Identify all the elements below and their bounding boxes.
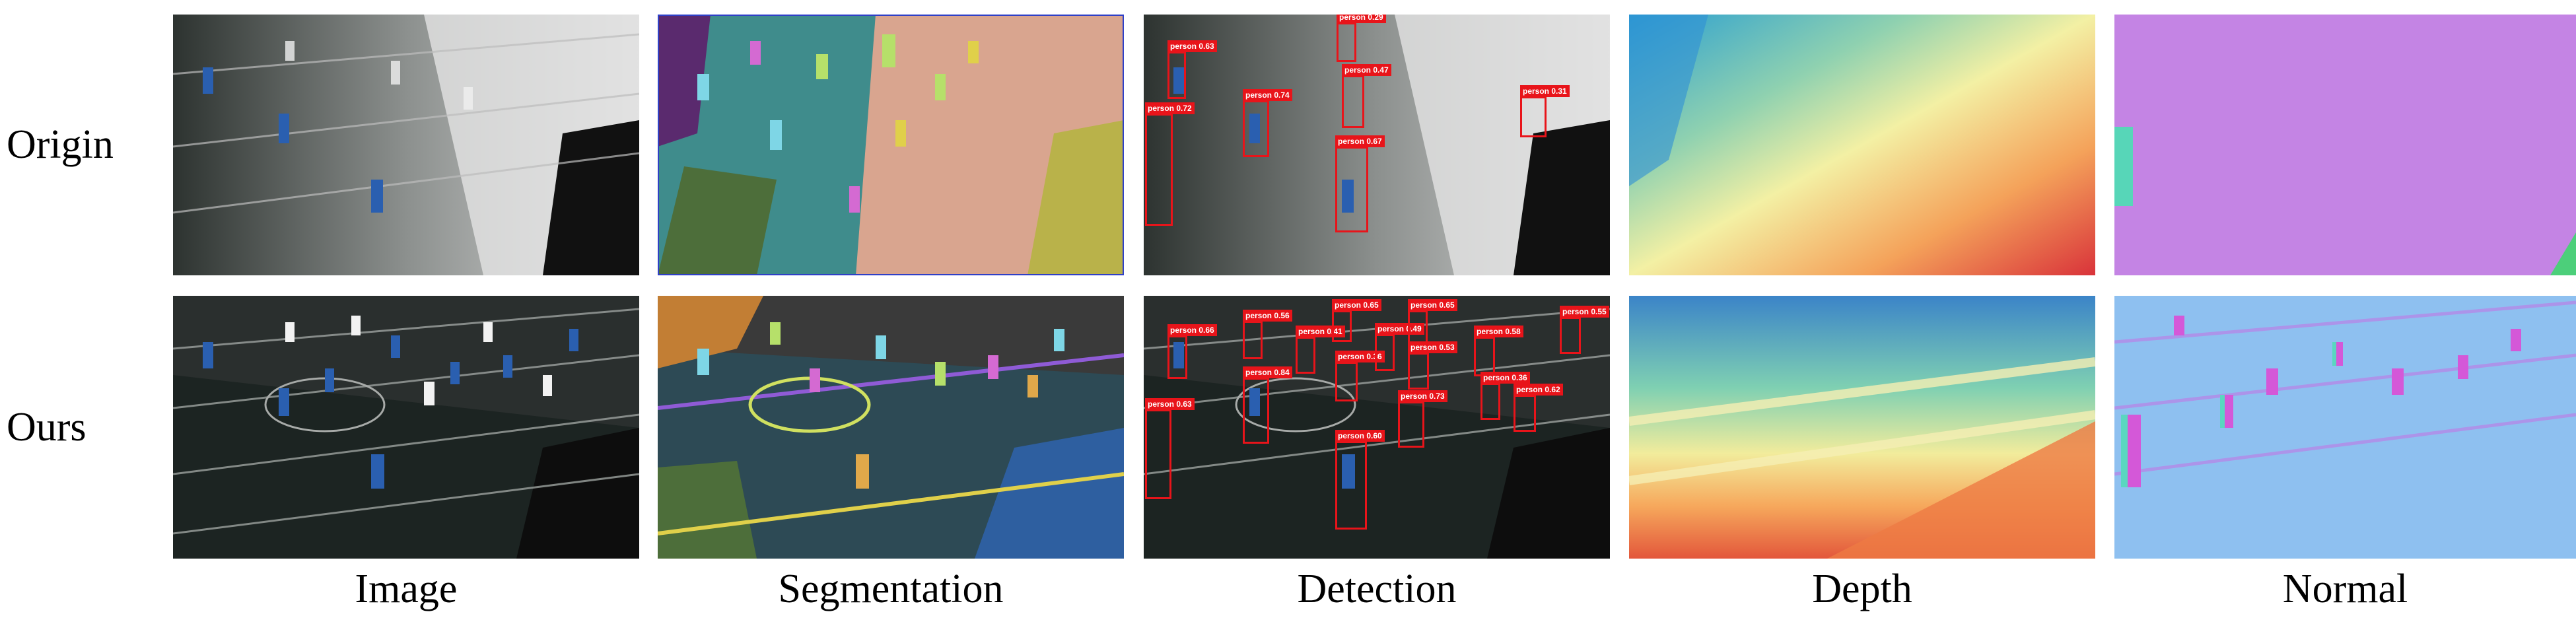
detection-label: person 0.55 bbox=[1560, 306, 1609, 318]
origin-depth-panel bbox=[1629, 15, 2095, 275]
detection-label: person 0.84 bbox=[1243, 366, 1292, 378]
detection-box: person 0.72 bbox=[1145, 102, 1195, 226]
detection-box: person 0.62 bbox=[1514, 384, 1563, 432]
detection-label: person 0.74 bbox=[1243, 89, 1292, 101]
detection-box: person 0.36 bbox=[1480, 372, 1530, 420]
detection-label: person 0.49 bbox=[1375, 323, 1424, 335]
detection-box: person 0.63 bbox=[1145, 398, 1195, 499]
detection-label: person 0.31 bbox=[1520, 85, 1570, 97]
detection-box: person 0.31 bbox=[1520, 85, 1570, 137]
detection-box: person 0.74 bbox=[1243, 89, 1292, 157]
detection-box: person 0.60 bbox=[1335, 430, 1385, 530]
detection-label: person 0.36 bbox=[1335, 351, 1385, 362]
detection-box: person 0.65 bbox=[1332, 299, 1381, 342]
detection-label: person 0.58 bbox=[1474, 326, 1523, 337]
origin-segmentation-panel bbox=[658, 15, 1124, 275]
detection-box: person 0.49 bbox=[1375, 323, 1424, 371]
origin-detection-panel: person 0.63 person 0.72 person 0.74 pers… bbox=[1144, 15, 1610, 275]
ours-depth-panel bbox=[1629, 296, 2095, 559]
ours-normal-panel bbox=[2114, 296, 2576, 559]
detection-label: person 0.63 bbox=[1145, 398, 1195, 410]
origin-normal-panel bbox=[2114, 15, 2576, 275]
origin-image-panel bbox=[173, 15, 639, 275]
detection-box: person 0.47 bbox=[1342, 64, 1391, 128]
detection-label: person 0.72 bbox=[1145, 102, 1195, 114]
detection-box: person 0.73 bbox=[1398, 390, 1447, 448]
detection-label: person 0.63 bbox=[1167, 40, 1217, 52]
detection-box: person 0.56 bbox=[1243, 310, 1292, 359]
detection-label: person 0.36 bbox=[1480, 372, 1530, 384]
detection-box: person 0.67 bbox=[1335, 135, 1385, 232]
detection-box: person 0.29 bbox=[1337, 15, 1386, 62]
col-label-image: Image bbox=[355, 566, 458, 611]
detection-label: person 0.62 bbox=[1514, 384, 1563, 396]
detection-label: person 0.67 bbox=[1335, 135, 1385, 147]
detection-label: person 0.29 bbox=[1337, 15, 1386, 23]
detection-label: person 0.66 bbox=[1167, 324, 1217, 336]
detection-label: person 0.73 bbox=[1398, 390, 1447, 402]
detection-label: person 0.65 bbox=[1332, 299, 1381, 311]
row-label-ours: Ours bbox=[7, 404, 87, 450]
ours-image-panel bbox=[173, 296, 639, 559]
detection-label: person 0.60 bbox=[1335, 430, 1385, 442]
detection-box: person 0.63 bbox=[1167, 40, 1217, 99]
row-label-origin: Origin bbox=[7, 122, 114, 167]
detection-box: person 0.58 bbox=[1474, 326, 1523, 376]
col-label-normal: Normal bbox=[2282, 566, 2408, 611]
col-label-segmentation: Segmentation bbox=[778, 566, 1004, 611]
detection-label: person 0.53 bbox=[1408, 341, 1457, 353]
detection-box: person 0.65 bbox=[1408, 299, 1457, 343]
detection-box: person 0.84 bbox=[1243, 366, 1292, 444]
col-label-depth: Depth bbox=[1812, 566, 1912, 611]
ours-segmentation-panel bbox=[658, 296, 1124, 559]
detection-box: person 0.55 bbox=[1560, 306, 1609, 354]
detection-label: person 0.65 bbox=[1408, 299, 1457, 311]
detection-label: person 0.56 bbox=[1243, 310, 1292, 322]
detection-box: person 0.36 bbox=[1335, 351, 1385, 401]
detection-box: person 0.41 bbox=[1296, 326, 1345, 374]
detection-box: person 0.66 bbox=[1167, 324, 1217, 379]
ours-detection-panel: person 0.66 person 0.63 person 0.56 pers… bbox=[1144, 296, 1610, 559]
detection-box: person 0.53 bbox=[1408, 341, 1457, 390]
detection-label: person 0.47 bbox=[1342, 64, 1391, 76]
col-label-detection: Detection bbox=[1297, 566, 1457, 611]
